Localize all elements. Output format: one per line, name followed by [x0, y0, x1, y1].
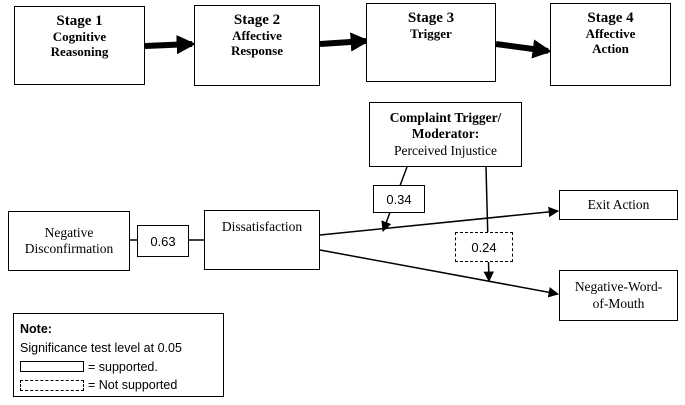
- legend-not-supported-row: = Not supported: [20, 376, 217, 395]
- stage3-to-stage4-arrow: [495, 39, 552, 59]
- dissat-to-nwom-arrow: [319, 249, 560, 298]
- stage-1-subtitle: Cognitive Reasoning: [50, 29, 109, 60]
- stage1-to-stage2-arrow: [144, 35, 196, 55]
- coefficient-neg-dissat: 0.63: [150, 233, 176, 249]
- coefficient-nwom: 0.24: [471, 239, 497, 255]
- stage-2-subtitle: Affective Response: [230, 28, 283, 59]
- moderator-box: Complaint Trigger/ Moderator: Perceived …: [369, 102, 522, 167]
- nwom-box: Negative-Word-of-Mouth: [559, 270, 678, 321]
- moderator-title: Complaint Trigger/ Moderator:: [389, 110, 502, 142]
- stage-2-box: Stage 2 Affective Response: [194, 5, 320, 86]
- stage2-to-stage3-arrow: [319, 32, 370, 52]
- legend-supported-row: = supported.: [20, 358, 217, 377]
- negative-disconfirmation-label: Negative Disconfirmation: [24, 224, 114, 256]
- stage-2-title: Stage 2: [233, 12, 281, 28]
- moderator-body: Perceived Injustice: [393, 142, 498, 158]
- stage-4-box: Stage 4 Affective Action: [550, 3, 671, 86]
- moderator-to-nwom-path-arrow: [483, 166, 494, 283]
- coefficient-box-nwom: 0.24: [455, 232, 513, 262]
- stage-3-title: Stage 3: [407, 10, 455, 26]
- legend-not-supported-label: = Not supported: [88, 378, 178, 393]
- nwom-label: Negative-Word-of-Mouth: [574, 279, 663, 311]
- stage-3-subtitle: Trigger: [410, 26, 452, 42]
- coefficient-exit: 0.34: [386, 191, 412, 207]
- stage-3-box: Stage 3 Trigger: [366, 3, 496, 82]
- legend-supported-label: = supported.: [88, 359, 158, 374]
- negative-disconfirmation-box: Negative Disconfirmation: [8, 211, 130, 271]
- legend-solid-swatch: [20, 361, 84, 373]
- exit-action-label: Exit Action: [587, 196, 650, 212]
- stage-4-subtitle: Affective Action: [585, 26, 636, 57]
- dissatisfaction-box: Dissatisfaction: [204, 210, 320, 270]
- note-significance-line: Significance test level at 0.05: [20, 340, 182, 355]
- legend-dashed-swatch: [20, 380, 84, 392]
- dissatisfaction-label: Dissatisfaction: [221, 219, 303, 234]
- stage-1-title: Stage 1: [56, 13, 103, 29]
- note-title: Note:: [20, 322, 52, 336]
- coefficient-box-exit: 0.34: [373, 185, 425, 213]
- stage-4-title: Stage 4: [587, 10, 634, 26]
- dissat-to-exit-arrow: [319, 206, 560, 236]
- exit-action-box: Exit Action: [559, 190, 678, 220]
- stage-1-box: Stage 1 Cognitive Reasoning: [14, 6, 145, 85]
- legend-note: Note: Significance test level at 0.05 = …: [13, 313, 224, 397]
- coefficient-box-neg-dissat: 0.63: [137, 225, 189, 257]
